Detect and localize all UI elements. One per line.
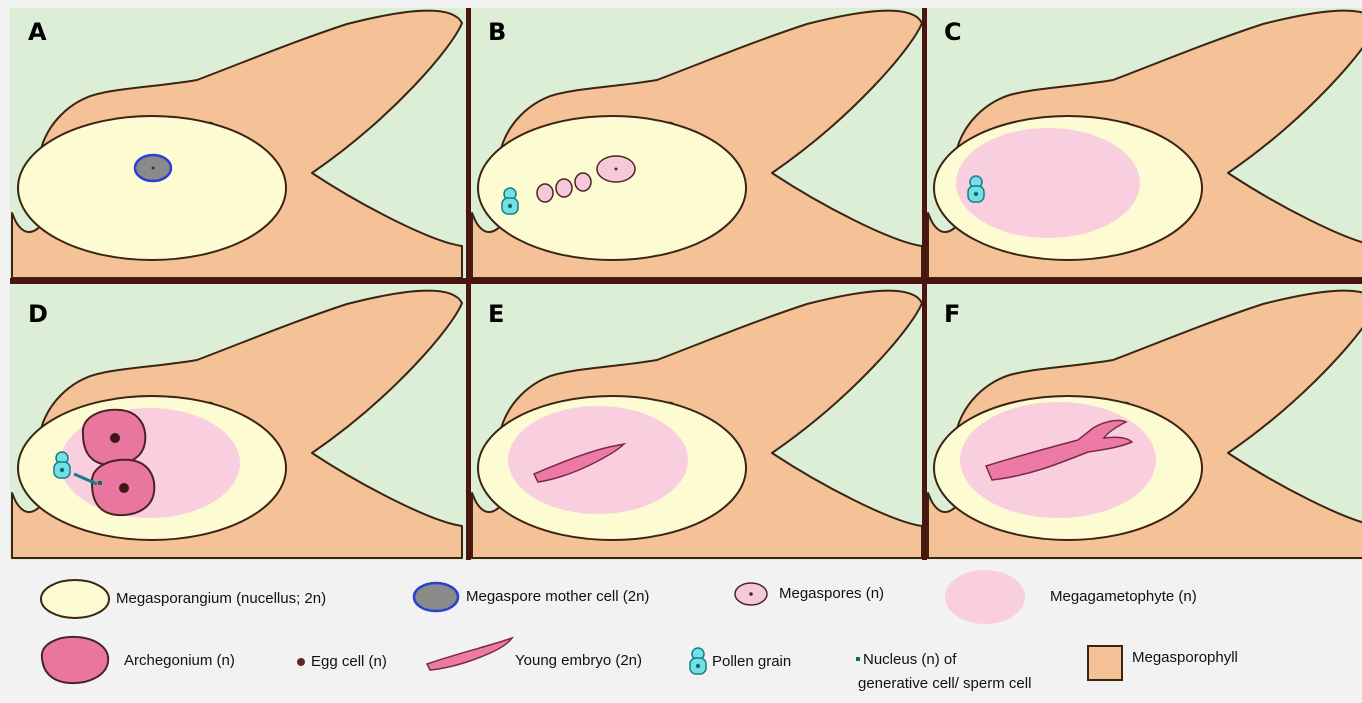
megasporophyll-swatch [1088,646,1122,680]
megasporangium-swatch [41,580,109,618]
pollen-grain [502,188,518,214]
legend-young-embryo: Young embryo (2n) [515,652,642,669]
legend: Megasporangium (nucellus; 2n) Megaspore … [41,570,1238,692]
panel-label-c: C [944,18,962,46]
nucleus-swatch [856,657,860,661]
legend-megaspore-mother-cell: Megaspore mother cell (2n) [466,588,649,605]
legend-megagametophyte: Megagametophyte (n) [1050,588,1197,605]
legend-megaspores: Megaspores (n) [779,585,884,602]
divider [10,278,1362,284]
panel-label-f: F [944,300,960,328]
panel-label-b: B [488,18,506,46]
legend-megasporangium: Megasporangium (nucellus; 2n) [116,590,326,607]
megagametophyte-swatch [945,570,1025,624]
panel-label-d: D [28,300,48,328]
legend-archegonium: Archegonium (n) [124,652,235,669]
pollen-grain-swatch [690,648,706,674]
legend-nucleus-line2: generative cell/ sperm cell [858,675,1031,692]
legend-pollen-grain: Pollen grain [712,653,791,670]
archegonium-swatch [42,637,108,683]
megaspore [575,173,591,191]
archegonium [92,460,154,515]
megaspore [556,179,572,197]
archegonium [83,410,145,465]
legend-megasporophyll: Megasporophyll [1132,649,1238,666]
egg-cell-swatch [297,658,305,666]
sperm-nucleus [98,481,102,485]
legend-nucleus-line1: Nucleus (n) of [863,651,957,668]
megaspore [537,184,553,202]
panel-label-e: E [488,300,504,328]
pollen-grain [54,452,70,478]
megaspore-mother-cell-swatch [414,583,458,611]
legend-egg-cell: Egg cell (n) [311,653,387,670]
young-embryo-swatch [427,638,512,670]
pollen-grain [968,176,984,202]
megagametophyte [956,128,1140,238]
panel-label-a: A [28,18,47,46]
